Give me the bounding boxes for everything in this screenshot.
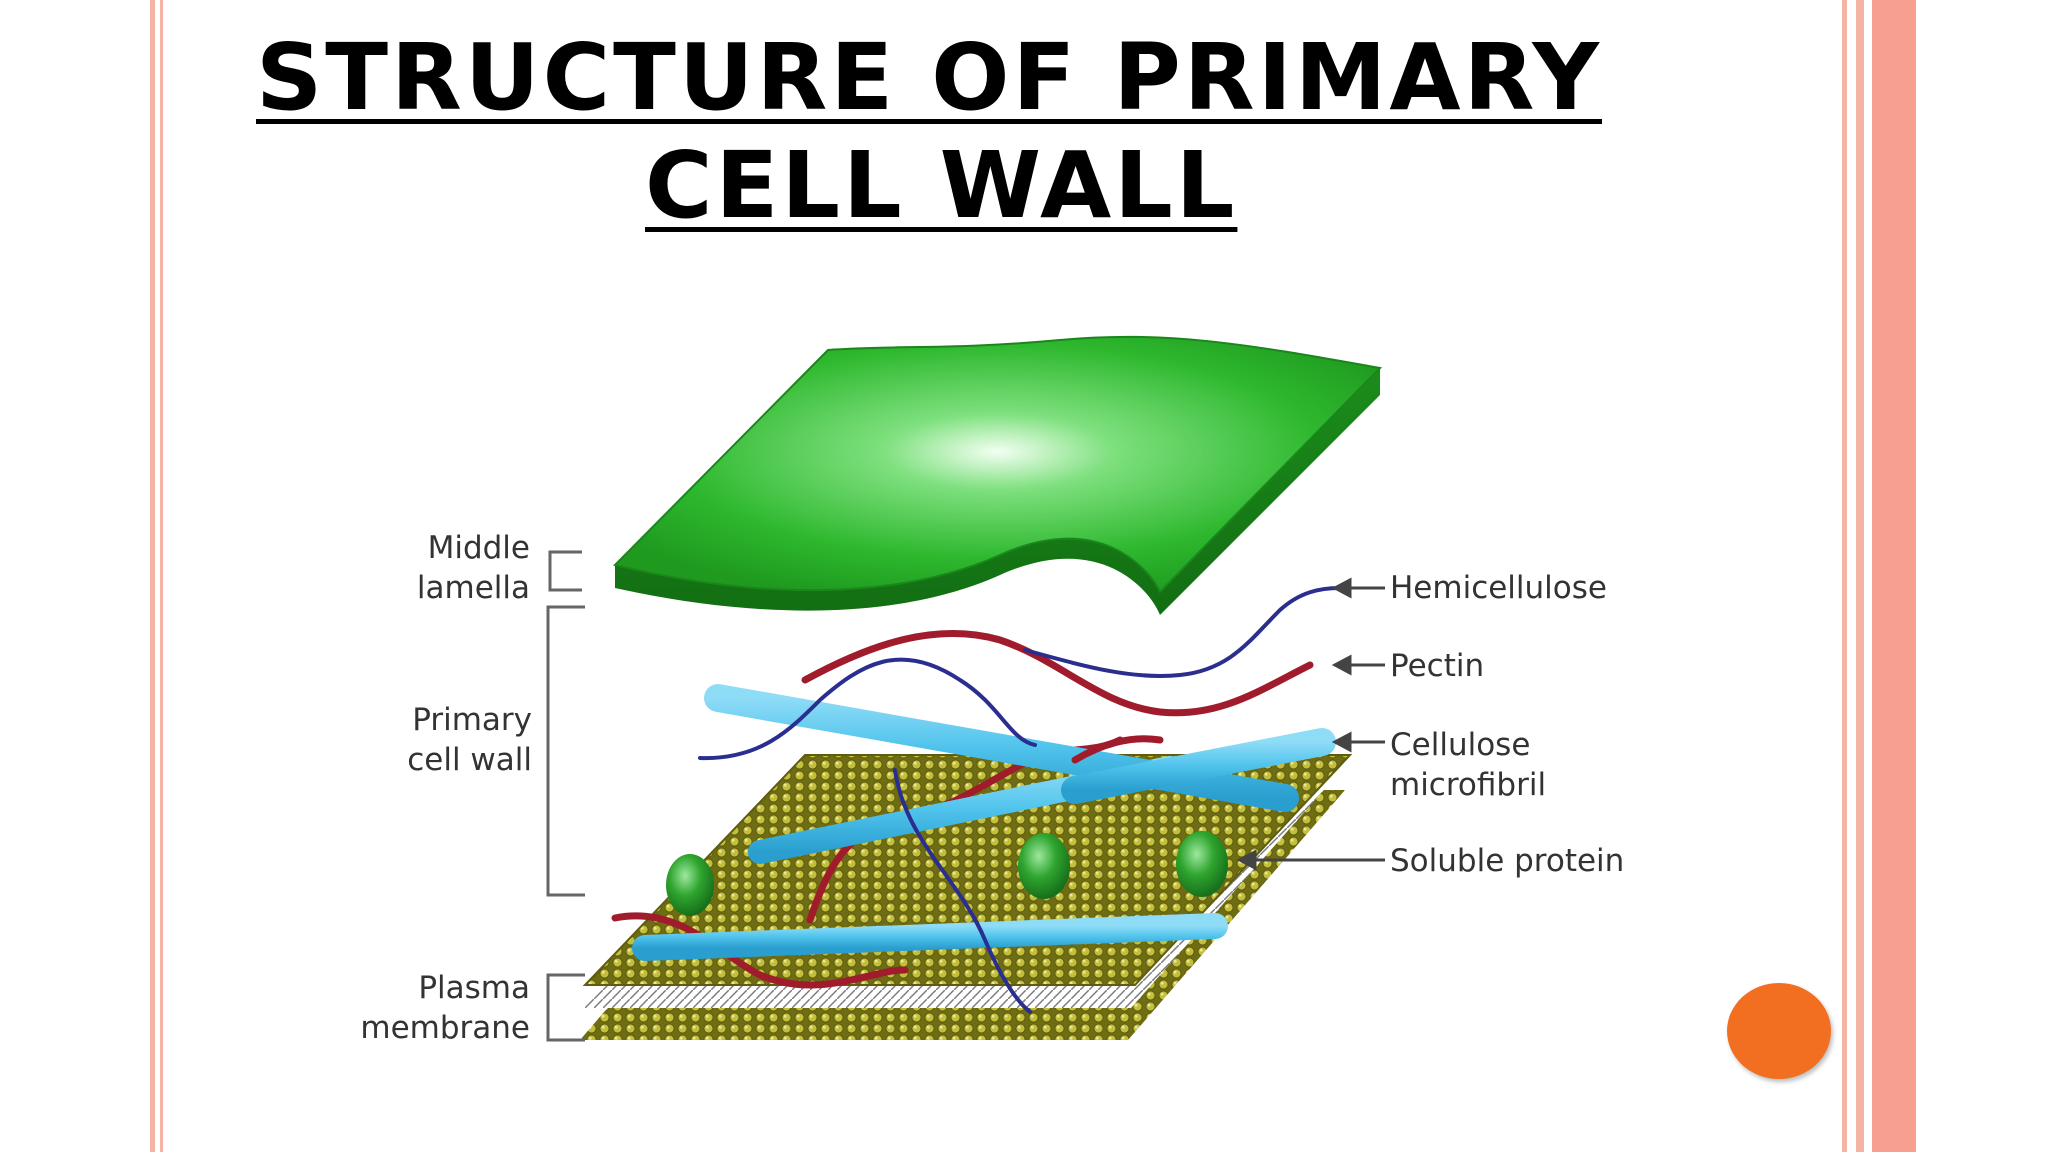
label-hemicellulose: Hemicellulose (1390, 570, 1607, 606)
middle-lamella-slab (613, 335, 1383, 615)
label-pectin: Pectin (1390, 648, 1484, 684)
arrow-hemicellulose (1331, 577, 1385, 599)
left-border-line-outer (150, 0, 155, 1152)
arrow-pectin (1331, 654, 1385, 676)
label-soluble-protein: Soluble protein (1390, 843, 1624, 879)
hemicellulose-strand-upper (698, 657, 1037, 761)
pectin-strand-lower (611, 912, 909, 989)
hemicellulose-strand-lower (893, 768, 1032, 1014)
arrow-cellulose-microfibril (1331, 731, 1385, 753)
soluble-protein-2 (1018, 833, 1070, 899)
pectin-strand-cross (1071, 735, 1164, 764)
label-plasma-membrane-1: Plasma (418, 970, 530, 1006)
soluble-protein-1 (666, 854, 714, 916)
pectin-strand-upper (801, 630, 1314, 717)
bracket-primary-cell-wall (546, 605, 585, 897)
bracket-middle-lamella (548, 550, 582, 592)
right-border-strip (1872, 0, 1916, 1152)
label-cellulose-microfibril-1: Cellulose (1390, 727, 1530, 763)
right-border-line (1842, 0, 1847, 1152)
label-primary-cell-wall-1: Primary (412, 702, 532, 738)
left-border-line-inner (160, 0, 163, 1152)
label-plasma-membrane-2: membrane (360, 1010, 530, 1046)
label-middle-lamella-2: lamella (417, 570, 530, 606)
cellulose-microfibril-right (1061, 728, 1336, 804)
title-line-1: STRUCTURE OF PRIMARY (256, 24, 1603, 131)
title-line-2: CELL WALL (645, 132, 1238, 239)
label-primary-cell-wall-2: cell wall (407, 742, 532, 778)
slide-nav-dot[interactable] (1727, 983, 1831, 1079)
cellulose-microfibril-bottom (632, 913, 1228, 961)
label-middle-lamella-1: Middle (428, 530, 530, 566)
label-cellulose-microfibril-2: microfibril (1390, 767, 1546, 803)
hemicellulose-strand-top (1023, 586, 1342, 678)
arrow-soluble-protein (1236, 849, 1385, 871)
right-border-line-2 (1856, 0, 1864, 1152)
bracket-plasma-membrane (546, 973, 585, 1042)
soluble-protein-3 (1176, 831, 1228, 897)
